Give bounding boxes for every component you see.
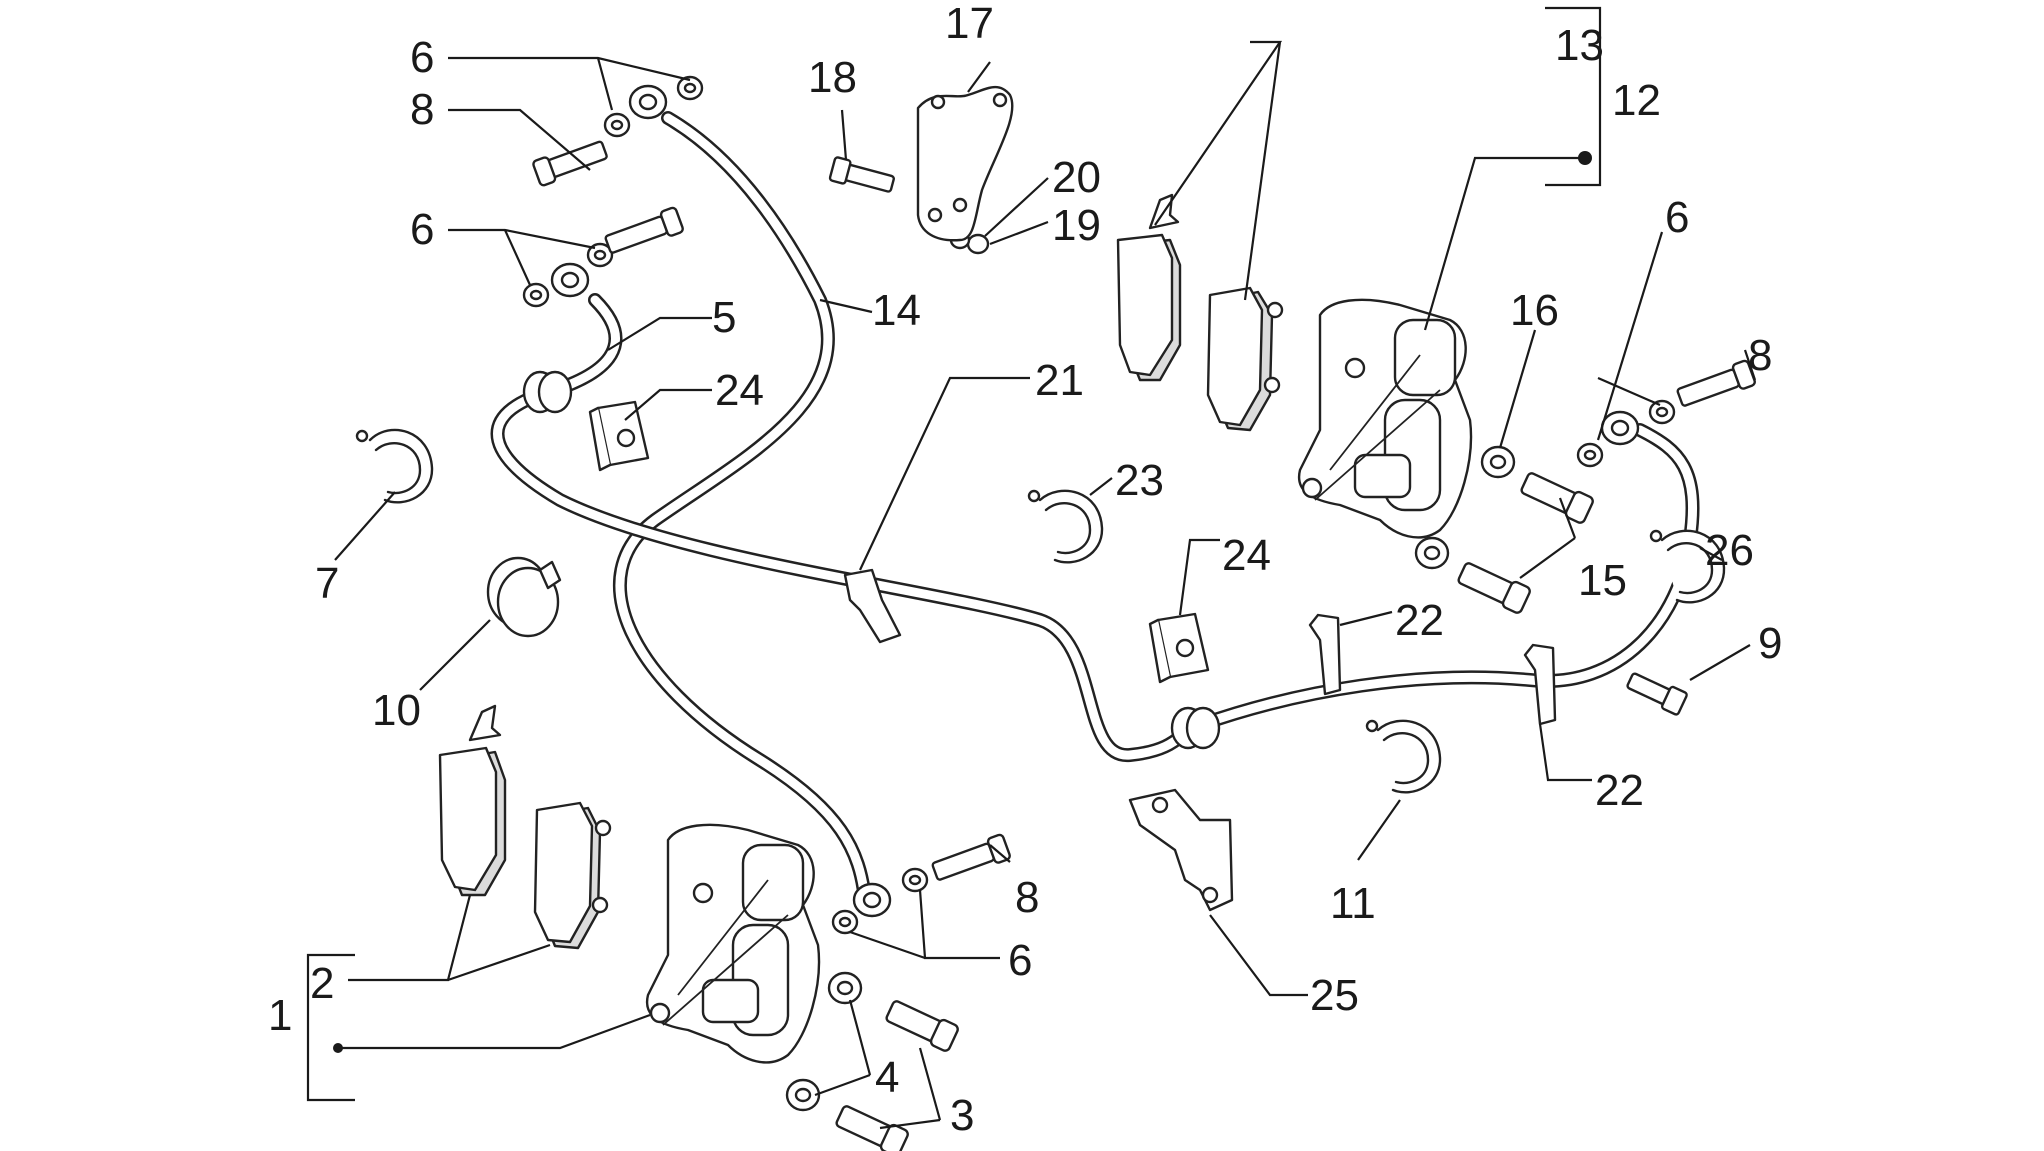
hose-clamp-23 <box>1027 489 1104 564</box>
callout-7: 7 <box>315 559 339 608</box>
brake-caliper-12 <box>1297 298 1473 539</box>
banjo-bolt-8 <box>532 140 1756 881</box>
brake-pad-2-outer <box>438 704 507 897</box>
leader-lines <box>306 6 1757 1130</box>
callout-9: 9 <box>1758 619 1782 668</box>
callout-6-lower: 6 <box>1008 936 1032 985</box>
callout-4: 4 <box>875 1053 899 1102</box>
callout-24-right: 24 <box>1222 531 1271 580</box>
banjo-end-mid <box>550 262 590 298</box>
clip-22 <box>1308 613 1557 726</box>
plate-clip-24 <box>588 400 1210 684</box>
callout-23: 23 <box>1115 456 1164 505</box>
callout-15: 15 <box>1578 556 1627 605</box>
callout-14: 14 <box>872 286 921 335</box>
callout-6-top: 6 <box>410 33 434 82</box>
hose-clamp-11 <box>1365 719 1442 794</box>
callout-22-bottom: 22 <box>1595 766 1644 815</box>
callout-18: 18 <box>808 53 857 102</box>
callout-13: 13 <box>1555 21 1604 70</box>
bolt-9 <box>1626 672 1688 716</box>
indicator-dots <box>333 151 1592 1053</box>
callout-5: 5 <box>712 293 736 342</box>
callout-20: 20 <box>1052 153 1101 202</box>
callout-25: 25 <box>1310 971 1359 1020</box>
washer-16 <box>1414 445 1516 570</box>
bracket-17-holes <box>927 92 1008 223</box>
hose-clip-10 <box>486 556 562 638</box>
callout-16: 16 <box>1510 286 1559 335</box>
bolt-18 <box>828 156 895 193</box>
callout-8-lower: 8 <box>1015 873 1039 922</box>
callout-11: 11 <box>1330 879 1376 928</box>
bracket-25 <box>1128 788 1234 912</box>
clip-21 <box>843 568 902 644</box>
callout-12: 12 <box>1612 76 1661 125</box>
callout-17: 17 <box>945 0 994 48</box>
hose-collar-center <box>1170 706 1221 750</box>
caliper-bolt-3 <box>835 1000 959 1151</box>
callout-1: 1 <box>268 991 292 1040</box>
callout-21: 21 <box>1035 356 1084 405</box>
hose-clamp-26 <box>1649 529 1726 604</box>
callout-10: 10 <box>372 686 421 735</box>
callout-6-right: 6 <box>1665 193 1689 242</box>
caliper-bolt-15 <box>1457 472 1594 614</box>
callout-labels: 6 8 6 5 24 7 10 14 17 18 20 19 21 13 12 … <box>268 0 1782 1140</box>
callout-8-right: 8 <box>1748 331 1772 380</box>
callout-6-mid: 6 <box>410 205 434 254</box>
callout-19: 19 <box>1052 201 1101 250</box>
washer-6 <box>522 75 1676 935</box>
callout-8-top: 8 <box>410 85 434 134</box>
hose-collar-left <box>522 370 573 414</box>
callout-22-top: 22 <box>1395 596 1444 645</box>
brake-hose-14 <box>613 111 872 907</box>
bracket-17 <box>916 85 1014 242</box>
banjo-end-top <box>628 84 668 120</box>
washer-4 <box>785 971 863 1112</box>
brake-pad-13-outer <box>1116 193 1182 382</box>
brake-pad-2-inner <box>533 801 612 950</box>
hose-clamp-7 <box>355 428 434 504</box>
banjo-end-lower <box>852 882 892 918</box>
callout-24-left: 24 <box>715 366 764 415</box>
callout-2: 2 <box>310 959 334 1008</box>
callout-26: 26 <box>1705 526 1754 575</box>
banjo-end-right <box>1600 410 1640 446</box>
brake-pad-13-inner <box>1206 286 1284 432</box>
callout-3: 3 <box>950 1091 974 1140</box>
brake-caliper-1 <box>645 823 821 1064</box>
